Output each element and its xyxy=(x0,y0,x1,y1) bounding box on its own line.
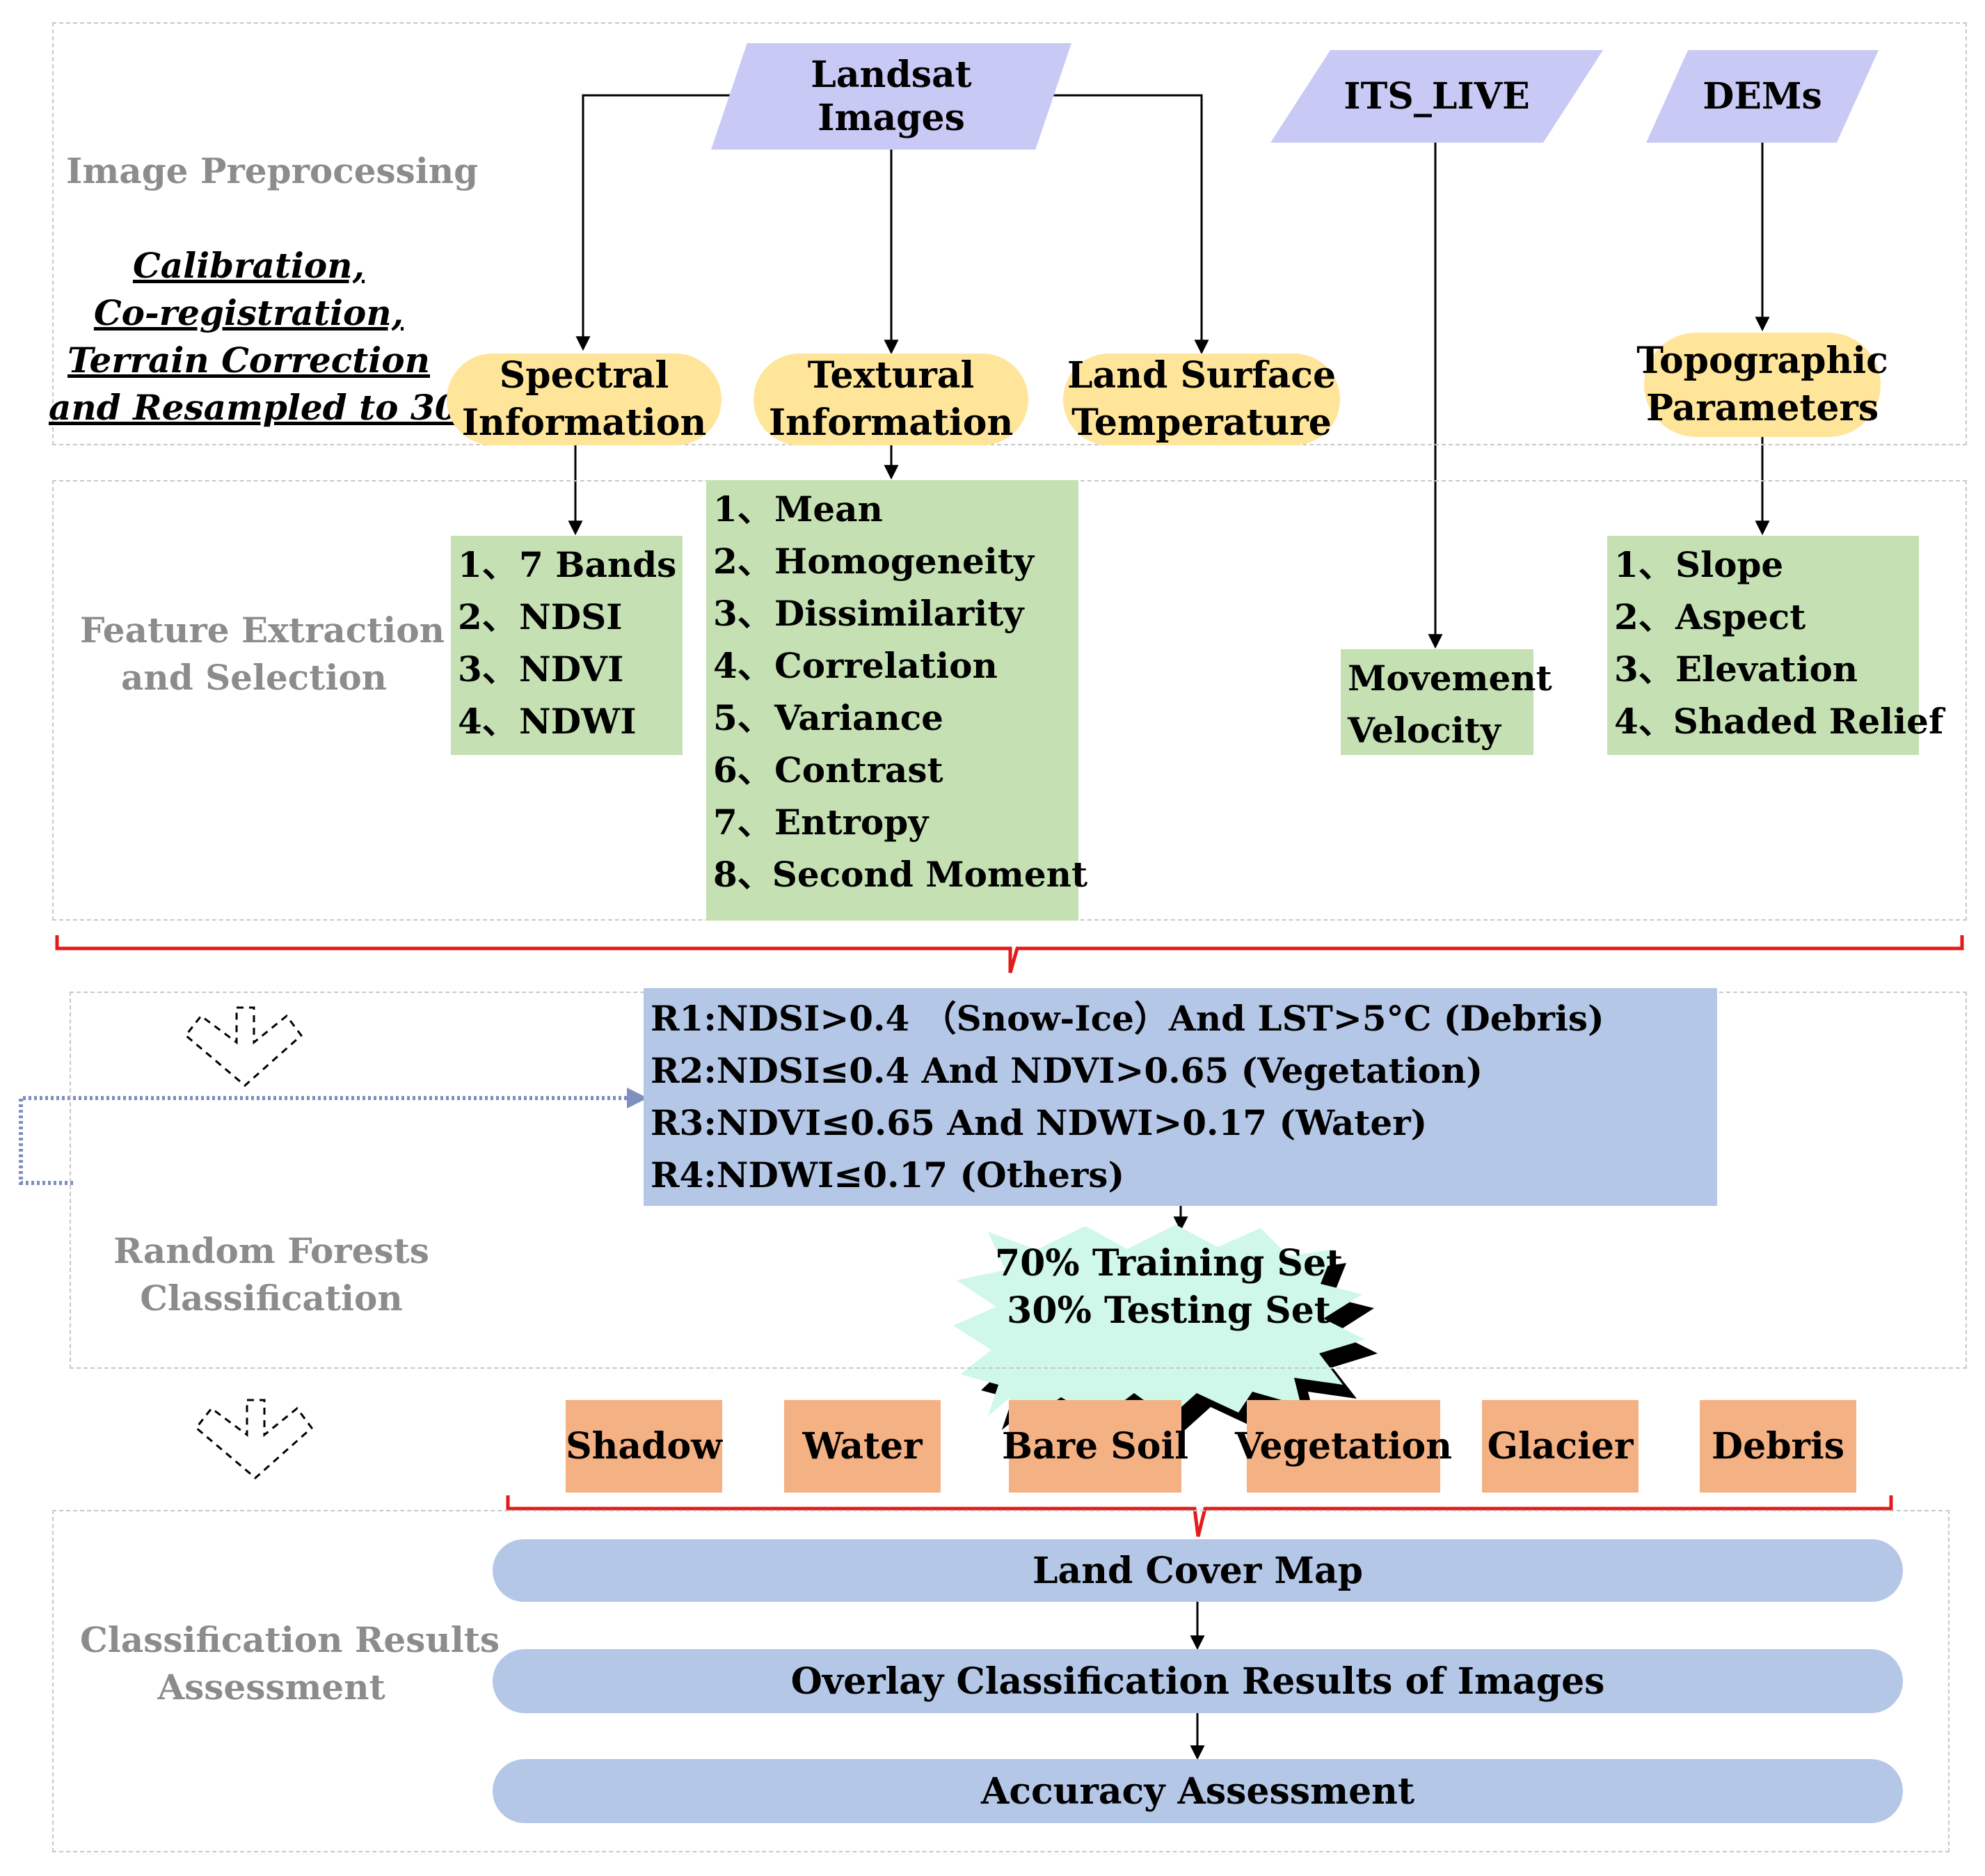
class-glacier: Glacier xyxy=(1482,1400,1639,1493)
stage-label-feature-extraction: Feature Extraction and Selection xyxy=(80,610,445,698)
rule-r1: R1:NDSI>0.4 （Snow-Ice）And LST>5°C (Debri… xyxy=(651,998,1604,1039)
list-textural-features: 1、Mean 2、Homogeneity 3、Dissimilarity 4、C… xyxy=(706,480,1087,921)
down-arrow-icon xyxy=(194,1399,314,1479)
classification-rules: R1:NDSI>0.4 （Snow-Ice）And LST>5°C (Debri… xyxy=(644,988,1717,1206)
list-spectral-features: 1、7 Bands 2、NDSI 3、NDVI 4、NDWI xyxy=(451,536,683,755)
source-dems: DEMs xyxy=(1646,50,1879,143)
source-its-live: ITS_LIVE xyxy=(1270,50,1603,143)
class-shadow: Shadow xyxy=(566,1400,722,1493)
split-burst xyxy=(953,1225,1365,1421)
testing-set-label: 30% Testing Set xyxy=(1007,1289,1331,1332)
split-label: 70% Training Set 30% Testing Set xyxy=(988,1240,1350,1335)
preprocessing-note: Calibration, Co-registration, Terrain Co… xyxy=(49,245,496,428)
stage-label-preprocessing: Image Preprocessing xyxy=(66,150,479,191)
rule-r3: R3:NDVI≤0.65 And NDWI>0.17 (Water) xyxy=(651,1102,1428,1143)
rule-r2: R2:NDSI≤0.4 And NDVI>0.65 (Vegetation) xyxy=(651,1050,1483,1091)
stage-label-random-forests: Random Forests Classification xyxy=(113,1230,429,1319)
result-land-cover-map: Land Cover Map xyxy=(493,1539,1903,1602)
result-overlay-classification: Overlay Classification Results of Images xyxy=(493,1649,1903,1713)
list-topographic-features: 1、Slope 2、Aspect 3、Elevation 4、Shaded Re… xyxy=(1607,536,1943,755)
box-movement-velocity: Movement Velocity xyxy=(1341,649,1552,755)
merge-brace-classes xyxy=(506,1495,1893,1537)
class-vegetation: Vegetation xyxy=(1235,1400,1452,1493)
class-debris: Debris xyxy=(1700,1400,1856,1493)
section-preprocessing xyxy=(52,22,1967,445)
training-set-label: 70% Training Set xyxy=(994,1242,1344,1285)
down-arrow-icon xyxy=(184,1006,303,1087)
section-assessment xyxy=(52,1510,1950,1852)
class-water: Water xyxy=(784,1400,941,1493)
rule-r4: R4:NDWI≤0.17 (Others) xyxy=(651,1154,1125,1195)
result-accuracy-assessment: Accuracy Assessment xyxy=(493,1759,1903,1823)
arrow-landsat-to-spectral xyxy=(575,94,739,351)
stage-label-assessment: Classification Results Assessment xyxy=(80,1619,500,1708)
class-bare-soil: Bare Soil xyxy=(1002,1400,1188,1493)
arrow-landsat-to-lst xyxy=(1044,94,1209,355)
feedback-connector xyxy=(19,1088,648,1185)
merge-brace-features xyxy=(55,935,1964,973)
